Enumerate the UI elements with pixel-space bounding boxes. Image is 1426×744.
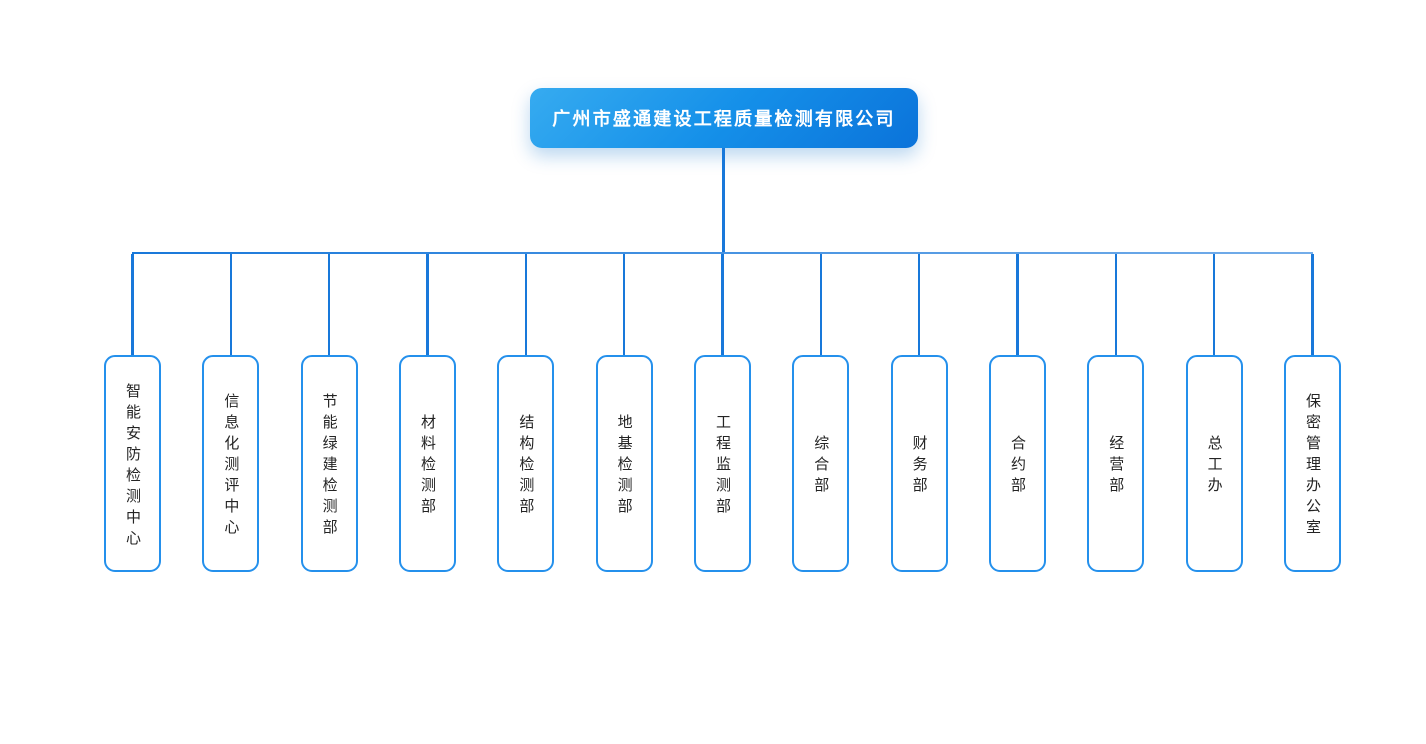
department-cell: 总工办 xyxy=(1185,254,1243,572)
department-cell: 综合部 xyxy=(792,254,850,572)
department-connector-line xyxy=(229,254,233,355)
department-cell: 地基检测部 xyxy=(595,254,653,572)
departments-row: 智能安防检测中心 信息化测评中心 节能绿建检测部 材料检测部 结构检测部 地基检… xyxy=(104,254,1341,572)
department-connector-line xyxy=(1311,254,1314,355)
department-label: 合约部 xyxy=(1008,435,1026,498)
department-node: 财务部 xyxy=(890,355,948,572)
department-connector-line xyxy=(1114,254,1118,355)
department-node: 保密管理办公室 xyxy=(1283,355,1341,572)
department-label: 节能绿建检测部 xyxy=(320,393,338,540)
department-node: 合约部 xyxy=(988,355,1046,572)
department-label: 地基检测部 xyxy=(615,414,633,519)
department-cell: 结构检测部 xyxy=(497,254,555,572)
horizontal-rail-line xyxy=(132,252,1313,254)
department-label: 结构检测部 xyxy=(517,414,535,519)
department-node: 工程监测部 xyxy=(693,355,751,572)
department-label: 保密管理办公室 xyxy=(1303,393,1321,540)
department-cell: 财务部 xyxy=(890,254,948,572)
department-connector-line xyxy=(721,254,724,355)
department-cell: 材料检测部 xyxy=(398,254,456,572)
department-connector-line xyxy=(819,254,823,355)
department-connector-line xyxy=(426,254,429,355)
department-node: 节能绿建检测部 xyxy=(300,355,358,572)
department-node: 综合部 xyxy=(792,355,850,572)
department-connector-line xyxy=(524,254,528,355)
department-label: 总工办 xyxy=(1205,435,1223,498)
department-connector-line xyxy=(1212,254,1216,355)
department-node: 结构检测部 xyxy=(497,355,555,572)
department-label: 智能安防检测中心 xyxy=(124,382,141,551)
department-label: 财务部 xyxy=(910,435,928,498)
department-label: 材料检测部 xyxy=(418,414,436,519)
department-cell: 合约部 xyxy=(988,254,1046,572)
department-node: 经营部 xyxy=(1087,355,1145,572)
department-cell: 保密管理办公室 xyxy=(1283,254,1341,572)
department-label: 信息化测评中心 xyxy=(222,393,240,540)
department-cell: 信息化测评中心 xyxy=(202,254,260,572)
department-label: 经营部 xyxy=(1107,435,1125,498)
department-cell: 经营部 xyxy=(1087,254,1145,572)
root-node-label: 广州市盛通建设工程质量检测有限公司 xyxy=(552,109,896,129)
department-cell: 工程监测部 xyxy=(693,254,751,572)
department-connector-line xyxy=(327,254,331,355)
department-node: 智能安防检测中心 xyxy=(104,355,161,572)
department-connector-line xyxy=(917,254,921,355)
department-connector-line xyxy=(622,254,626,355)
department-connector-line xyxy=(1016,254,1019,355)
department-cell: 节能绿建检测部 xyxy=(300,254,358,572)
root-connector-line xyxy=(722,148,725,254)
department-node: 信息化测评中心 xyxy=(202,355,260,572)
department-node: 材料检测部 xyxy=(398,355,456,572)
department-node: 地基检测部 xyxy=(595,355,653,572)
root-node-company: 广州市盛通建设工程质量检测有限公司 xyxy=(530,88,918,148)
department-label: 综合部 xyxy=(812,435,830,498)
department-connector-line xyxy=(131,254,134,355)
department-node: 总工办 xyxy=(1185,355,1243,572)
department-cell: 智能安防检测中心 xyxy=(104,254,161,572)
department-label: 工程监测部 xyxy=(713,414,731,519)
